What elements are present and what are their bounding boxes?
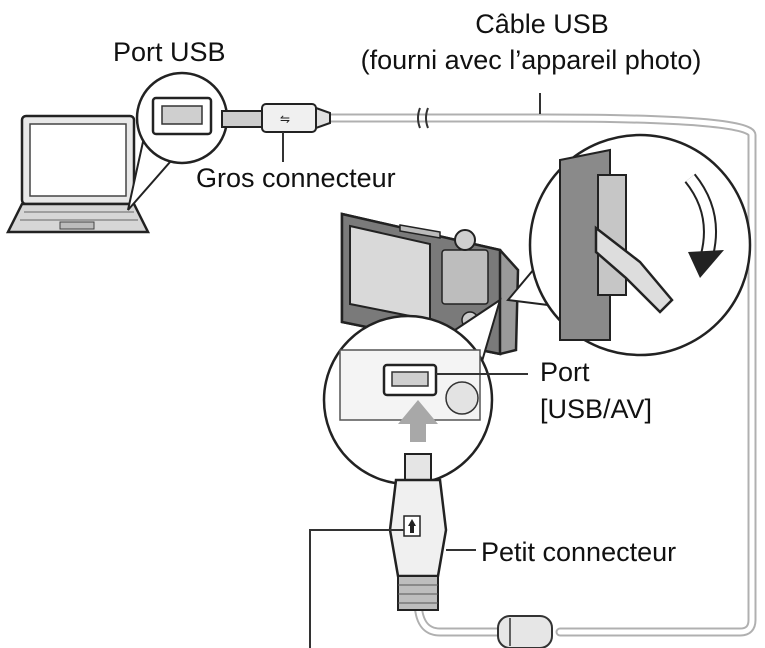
cable-title-label: Câble USB <box>475 9 609 39</box>
small-usb-connector-icon <box>309 453 476 648</box>
usb-port-callout <box>127 71 229 211</box>
usb-av-port-callout <box>322 297 528 486</box>
insert-arrow-icon <box>398 400 438 442</box>
laptop-icon <box>5 114 151 234</box>
svg-text:⇋: ⇋ <box>280 112 290 126</box>
large-usb-connector-icon: ⇋ <box>221 103 331 162</box>
camera-door-callout <box>506 133 752 357</box>
small-connector-label: Petit connecteur <box>481 537 677 567</box>
cable-subtitle-label: (fourni avec l’appareil photo) <box>360 45 702 75</box>
camera-port-label-line2: [USB/AV] <box>540 394 653 424</box>
camera-port-label-line1: Port <box>540 357 590 387</box>
large-connector-label: Gros connecteur <box>196 163 396 193</box>
rotate-arrow-icon <box>688 250 724 278</box>
computer-usb-port-label: Port USB <box>113 37 226 67</box>
